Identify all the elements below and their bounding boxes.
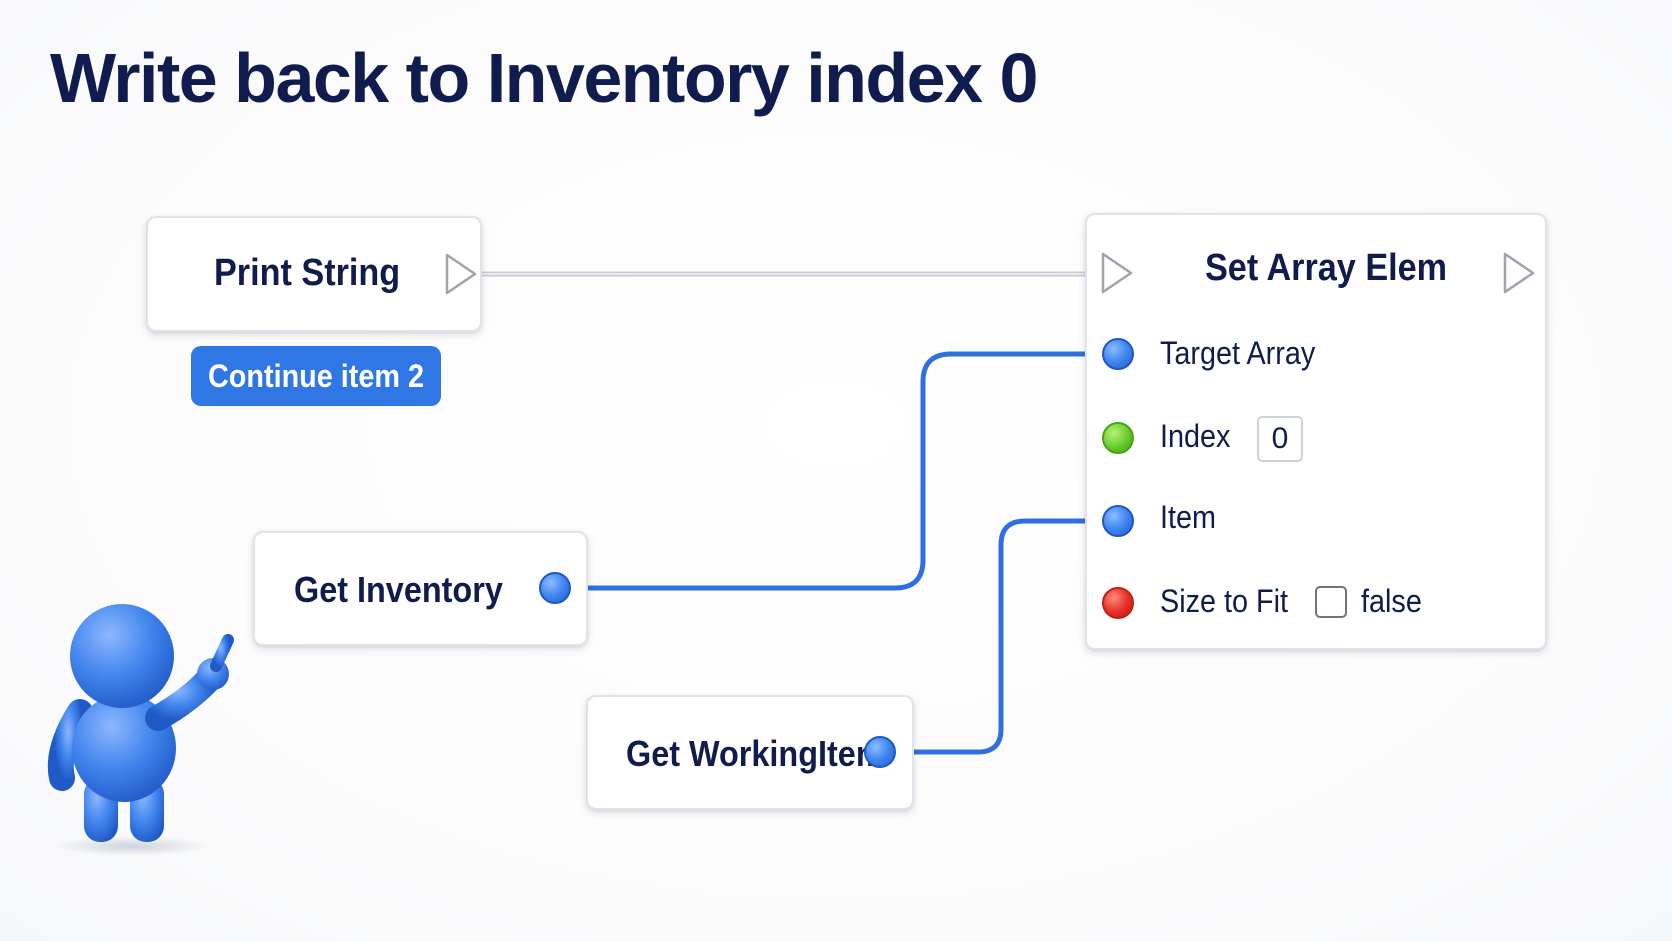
row-label-size-to-fit: Size to Fit <box>1160 583 1289 619</box>
node-title: Print String <box>214 252 401 294</box>
continue-badge: Continue item 2 <box>191 346 441 406</box>
node-title: Get Inventory <box>294 569 503 610</box>
row-label-index: Index <box>1160 418 1231 454</box>
size-to-fit-checkbox[interactable] <box>1315 586 1347 618</box>
wire-workingitem-to-item[interactable] <box>892 518 1121 755</box>
node-get-inventory[interactable]: Get Inventory <box>253 531 588 646</box>
index-value-field[interactable]: 0 <box>1257 416 1303 462</box>
exec-out-icon[interactable] <box>444 252 478 296</box>
node-title: Get WorkingItem <box>626 733 885 774</box>
pin-target-array[interactable] <box>1102 338 1134 370</box>
wire-inventory-to-target-array[interactable] <box>569 351 1121 591</box>
page-title: Write back to Inventory index 0 <box>50 39 1038 117</box>
node-set-array-elem[interactable]: Set Array Elem Target Array Index 0 Item… <box>1085 213 1547 650</box>
pin-index[interactable] <box>1102 422 1134 454</box>
pin-working-item-out[interactable] <box>864 736 896 768</box>
pin-inventory-out[interactable] <box>539 572 571 604</box>
blue-figure-pointing-icon <box>47 604 234 856</box>
node-get-working-item[interactable]: Get WorkingItem <box>586 695 914 810</box>
row-label-item: Item <box>1160 499 1217 535</box>
row-label-target-array: Target Array <box>1160 335 1316 371</box>
exec-in-icon[interactable] <box>1100 251 1134 295</box>
node-title: Set Array Elem <box>1205 247 1448 289</box>
exec-out-icon[interactable] <box>1502 251 1536 295</box>
pin-item[interactable] <box>1102 505 1134 537</box>
size-to-fit-value: false <box>1361 583 1422 619</box>
pin-size-to-fit[interactable] <box>1102 587 1134 619</box>
node-print-string[interactable]: Print String <box>146 216 482 332</box>
